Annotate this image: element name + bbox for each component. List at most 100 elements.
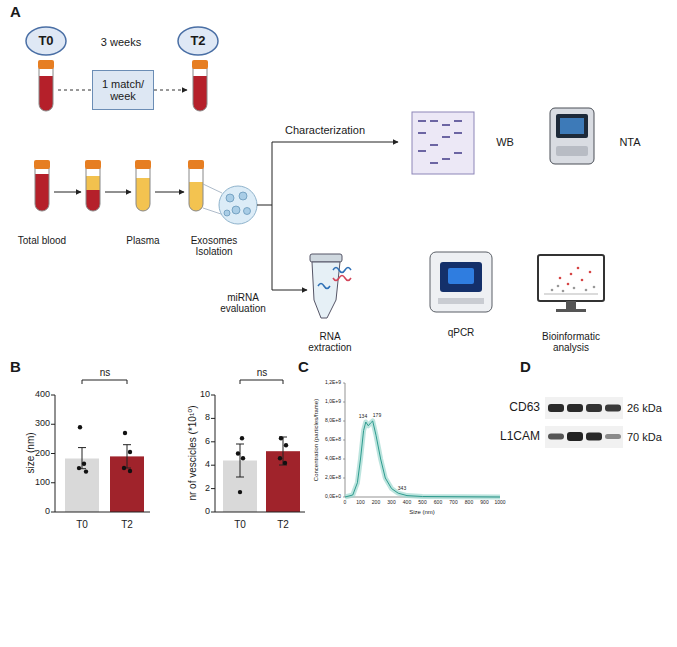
axis-tick: 900: [480, 500, 488, 506]
axis-tick: 200: [372, 500, 380, 506]
branch-arrow-part: [272, 142, 398, 143]
western-blot-part: [586, 433, 602, 441]
axis-tick: 1,0E+9: [325, 399, 341, 405]
blood-tube: [38, 60, 54, 116]
bar-chart-part: [279, 437, 287, 465]
western-blot-part: [548, 434, 564, 440]
branch-arrow-part: [272, 290, 307, 291]
monitor-icon-part: [593, 286, 596, 289]
axis-tick: 1,2E+9: [325, 380, 341, 386]
axis-tick: 0: [344, 500, 347, 506]
bar-chart-part: [240, 380, 283, 384]
axis-title: size (nm): [25, 432, 36, 473]
axis-tick: T2: [121, 519, 133, 530]
plasma-tube-part: [135, 168, 151, 218]
size-distribution-plot: [343, 383, 500, 497]
exosome-bubble-part: [232, 206, 240, 214]
blood-tube-part: [38, 60, 54, 69]
bar-chart-part: [123, 431, 127, 435]
method-label: WB: [496, 136, 514, 148]
node-text: 1 match/ week: [97, 78, 149, 102]
significance-label: ns: [100, 367, 111, 378]
blood-tube-part-part: [38, 76, 54, 116]
method-label: qPCR: [448, 327, 475, 338]
exosome-tube: [188, 160, 204, 218]
dashed-arrow-part: [58, 90, 92, 91]
step-label: Exosomes Isolation: [184, 235, 244, 257]
process-arrow: [54, 192, 184, 193]
blood-tube-part: [193, 68, 207, 111]
centrifuged-tube-part: [86, 168, 100, 211]
peak-label: 179: [373, 413, 381, 419]
western-blot-icon-part: [454, 120, 462, 122]
weight-label: 70 kDa: [627, 431, 662, 443]
blood-tube-part-part: [192, 76, 208, 116]
exosome-tube-part-part: [188, 182, 204, 218]
exosome-bubble-part: [219, 186, 257, 224]
bar-chart-part: [284, 443, 288, 447]
monitor-icon-part: [581, 279, 584, 282]
western-blot-icon-part: [412, 112, 474, 174]
size-distribution-plot-part: [345, 421, 500, 497]
monitor-icon-part: [557, 285, 560, 288]
bar-chart-part: [55, 395, 150, 512]
nta-instrument-icon-part: [556, 146, 588, 156]
western-blot-part: [545, 426, 623, 448]
monitor-icon-part: [566, 301, 576, 309]
axis-tick: 0: [45, 507, 50, 517]
weight-label: 26 kDa: [627, 402, 662, 414]
step-label: Plasma: [126, 235, 159, 246]
western-blot-icon: [412, 112, 474, 174]
nta-instrument-icon-part: [550, 108, 594, 164]
panel-letter: B: [10, 359, 21, 376]
node-text: T2: [190, 34, 205, 48]
bar-chart-part: [283, 461, 287, 465]
western-blot-icon-part: [418, 120, 426, 122]
western-blot-icon-part: [454, 152, 462, 154]
monitor-icon-part: [559, 277, 562, 280]
axis-tick: 1000: [494, 500, 505, 506]
process-arrow-part: [105, 192, 131, 193]
branch-label: Characterization: [285, 124, 365, 136]
axis-tick: T0: [234, 519, 246, 530]
bar-chart-part: [84, 469, 88, 473]
monitor-icon-part: [585, 289, 588, 292]
monitor-icon-part: [562, 290, 565, 293]
size-distribution-plot-part: [343, 383, 345, 497]
timepoint-circle: T0: [25, 26, 67, 56]
western-blot-icon-part: [454, 132, 462, 134]
bar-chart: [51, 380, 150, 512]
bar-chart-part: [236, 444, 244, 477]
axis-tick: 8: [205, 413, 210, 423]
plasma-tube-part: [135, 160, 151, 169]
exosome-bubble-part: [224, 210, 230, 216]
bar-chart-part: [215, 395, 305, 512]
exosome-bubble-part: [244, 208, 251, 215]
dashed-arrow-part: [154, 90, 187, 91]
axis-tick: 400: [35, 390, 50, 400]
node-text: T0: [38, 34, 53, 48]
centrifuged-tube: [85, 160, 101, 216]
rna-tube-icon-part: [312, 262, 340, 318]
western-blot-icon-part: [442, 124, 450, 126]
western-blot-icon-part: [430, 144, 438, 146]
western-blot-part: [567, 432, 583, 441]
circle-outline: [178, 27, 218, 55]
panel-letter: C: [298, 359, 309, 376]
monitor-icon-part: [567, 283, 570, 286]
blood-tube-part: [38, 68, 54, 116]
blood-tube-part: [39, 68, 53, 111]
nta-instrument-icon: [550, 108, 594, 164]
axis-tick: 2: [205, 484, 210, 494]
bar-chart-part: [82, 462, 86, 466]
axis-tick: 300: [35, 419, 50, 429]
method-label: Bioinformatic analysis: [531, 331, 611, 353]
nta-instrument-icon-part: [560, 118, 584, 134]
western-blot-icon-part: [430, 162, 438, 164]
rna-tube-icon-part: [310, 254, 342, 262]
rna-tube-icon-part: [333, 276, 351, 281]
axis-tick: 10: [200, 390, 210, 400]
western-blot-icon-part: [418, 132, 426, 134]
bar-chart-part: [128, 450, 132, 454]
